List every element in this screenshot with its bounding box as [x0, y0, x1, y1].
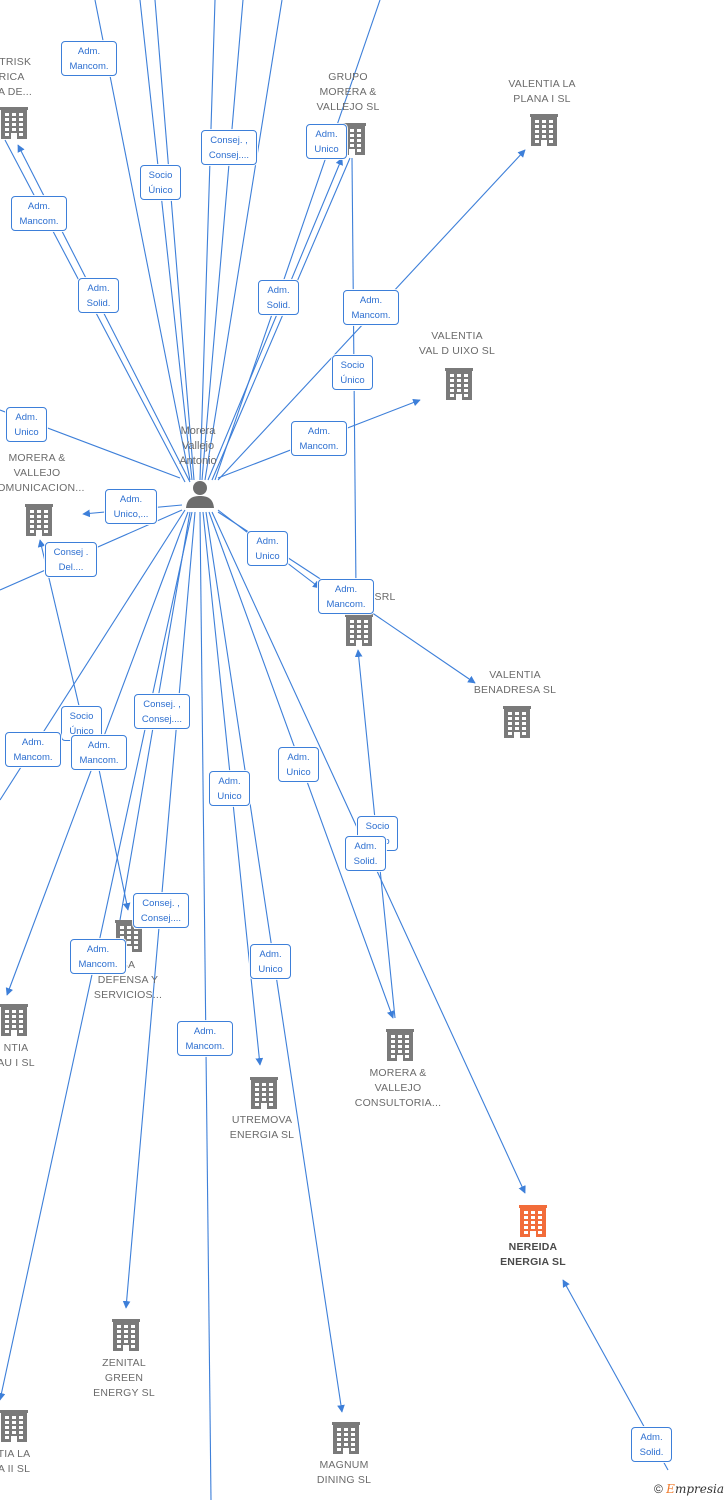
role-badge[interactable]: Consej. ,Consej....: [134, 694, 190, 729]
person-label: Morera Vallejo Antonio: [170, 424, 226, 469]
edge: [139, 0, 193, 481]
person-icon: [186, 481, 214, 508]
edge: [211, 157, 351, 481]
role-badge[interactable]: Adm.Unico,...: [105, 489, 157, 524]
role-badge[interactable]: Adm.Mancom.: [11, 196, 67, 231]
building-icon: [519, 1203, 547, 1242]
role-badge[interactable]: Adm.Unico: [278, 747, 319, 782]
building-icon: [386, 1027, 414, 1066]
building-icon: [345, 612, 373, 651]
edge: [199, 511, 212, 1500]
role-badge[interactable]: Adm.Solid.: [345, 836, 386, 871]
role-badge[interactable]: Adm.Mancom.: [61, 41, 117, 76]
role-badge[interactable]: Adm.Mancom.: [5, 732, 61, 767]
role-badge[interactable]: Adm.Unico: [250, 944, 291, 979]
building-icon: [0, 105, 28, 144]
role-badge[interactable]: Adm.Mancom.: [291, 421, 347, 456]
edge: [201, 0, 244, 481]
building-icon: [112, 1317, 140, 1356]
edge: [94, 749, 131, 911]
building-icon: [530, 112, 558, 151]
building-icon: [445, 366, 473, 405]
edge: [94, 0, 191, 481]
role-badge[interactable]: Adm.Solid.: [631, 1427, 672, 1462]
empresia-watermark: © Empresia: [654, 1482, 724, 1496]
person-name-line: Antonio: [179, 455, 217, 467]
building-icon: [0, 1408, 28, 1447]
role-badge[interactable]: Adm.Unico: [306, 124, 347, 159]
edge: [154, 0, 195, 481]
edge: [199, 0, 216, 481]
building-icon: [250, 1075, 278, 1114]
role-badge[interactable]: Consej. ,Consej....: [133, 893, 189, 928]
brand-initial: E: [666, 1482, 675, 1496]
person-node[interactable]: [184, 478, 216, 510]
role-badge[interactable]: Adm.Mancom.: [177, 1021, 233, 1056]
building-icon: [25, 502, 53, 541]
copyright-symbol: ©: [653, 1482, 663, 1496]
building-icon: [332, 1420, 360, 1459]
brand-name: mpresia: [674, 1482, 724, 1496]
edge: [204, 0, 283, 481]
edge: [207, 157, 343, 481]
company-label: MORERA &VALLEJOCOMUNICACION...: [0, 452, 85, 494]
role-badge[interactable]: Consej. ,Consej....: [201, 130, 257, 165]
role-badge[interactable]: Adm.Mancom.: [343, 290, 399, 325]
role-badge[interactable]: Consej .Del....: [45, 542, 97, 577]
role-badge[interactable]: Adm.Unico: [209, 771, 250, 806]
company-label: ASTRISKERICAICIA DE...: [0, 56, 33, 98]
person-name-line: Morera: [180, 425, 216, 437]
role-badge[interactable]: Adm.Unico: [247, 531, 288, 566]
company-label: SRL: [374, 591, 396, 603]
edge: [214, 0, 381, 481]
person-name-line: Vallejo: [181, 440, 215, 452]
role-badge[interactable]: Adm.Mancom.: [318, 579, 374, 614]
building-icon: [503, 704, 531, 743]
role-badge[interactable]: Adm.Unico: [6, 407, 47, 442]
role-badge[interactable]: Adm.Mancom.: [71, 735, 127, 770]
role-badge[interactable]: Adm.Solid.: [78, 278, 119, 313]
role-badge[interactable]: Adm.Mancom.: [70, 939, 126, 974]
building-icon: [0, 1002, 28, 1041]
edge: [367, 609, 476, 684]
role-badge[interactable]: Adm.Solid.: [258, 280, 299, 315]
